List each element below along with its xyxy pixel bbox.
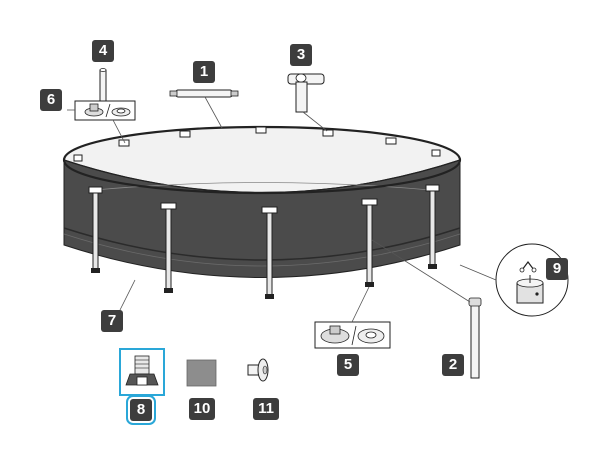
pool-liner-icon [62, 125, 462, 299]
label-part-10: 10 [189, 398, 215, 420]
t-joint-icon [287, 73, 328, 132]
label-part-2: 2 [442, 354, 464, 376]
plug-icon [247, 358, 269, 382]
horizontal-beam-icon [169, 89, 239, 129]
label-part-5: 5 [337, 354, 359, 376]
label-part-7: 7 [101, 310, 123, 332]
label-part-11: 11 [253, 398, 279, 420]
drain-valve-icon [119, 348, 165, 396]
label-part-1: 1 [193, 61, 215, 83]
label-part-3: 3 [290, 44, 312, 66]
leg-cap-icon [99, 68, 107, 103]
label-part-4: 4 [92, 40, 114, 62]
leg-base-icon [314, 286, 391, 349]
vertical-leg-icon [371, 239, 482, 379]
repair-patch-icon [186, 359, 217, 387]
label-part-9: 9 [546, 258, 568, 280]
label-part-6: 6 [40, 89, 62, 111]
connector-set-icon [67, 100, 136, 144]
label-part-8: 8 [130, 399, 152, 421]
